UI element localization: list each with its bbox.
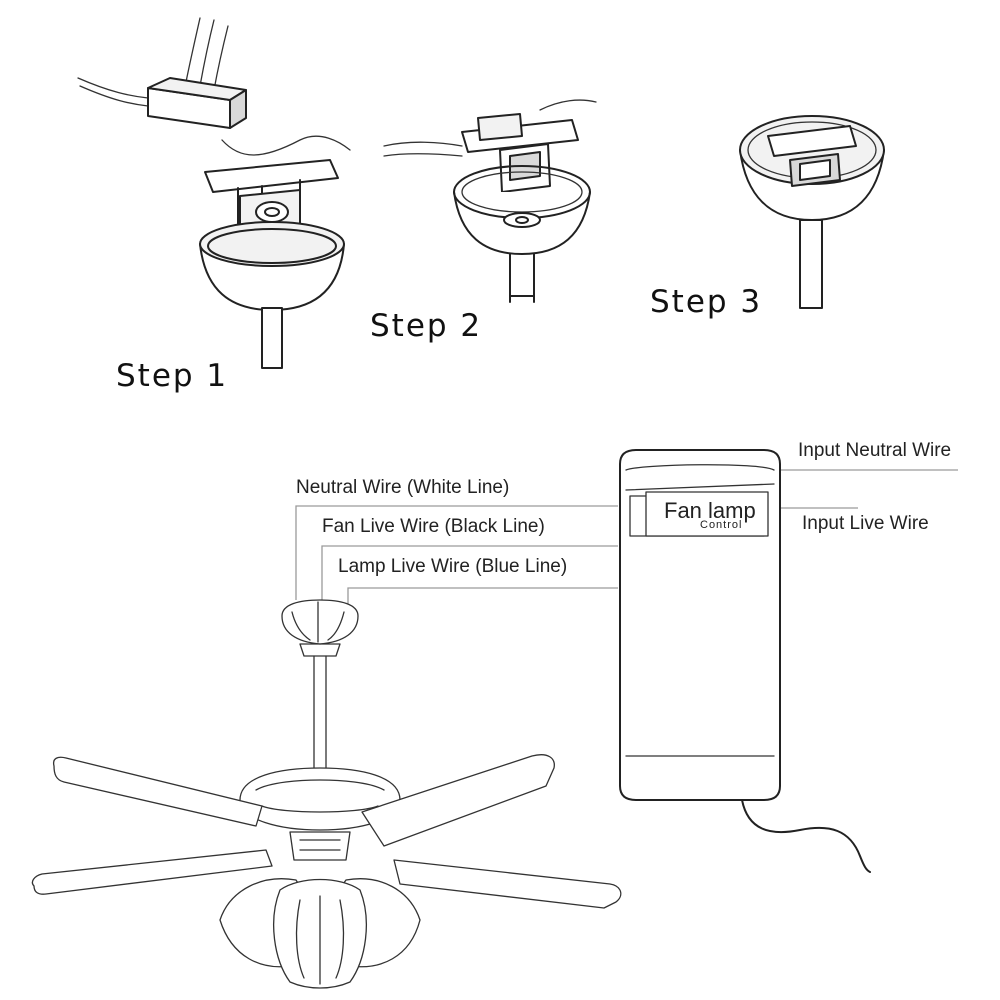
step-1-illustration: [77, 17, 351, 369]
neutral-wire-label: Neutral Wire (White Line): [296, 477, 510, 498]
input-live-wire-label: Input Live Wire: [802, 513, 929, 534]
ceiling-fan-illustration: [31, 599, 622, 989]
step-2-illustration: [383, 99, 597, 303]
step-3-illustration: [739, 115, 885, 309]
controller-box: [619, 449, 871, 873]
step-1-label: Step 1: [116, 358, 229, 394]
input-neutral-wire-label: Input Neutral Wire: [798, 440, 952, 461]
controller-title: Fan lamp: [664, 498, 756, 523]
step-2-label: Step 2: [370, 308, 483, 344]
fan-live-wire-label: Fan Live Wire (Black Line): [322, 516, 545, 537]
lamp-live-wire-label: Lamp Live Wire (Blue Line): [338, 556, 568, 577]
step-3-label: Step 3: [650, 284, 763, 320]
controller-subtitle: Control: [700, 519, 743, 531]
